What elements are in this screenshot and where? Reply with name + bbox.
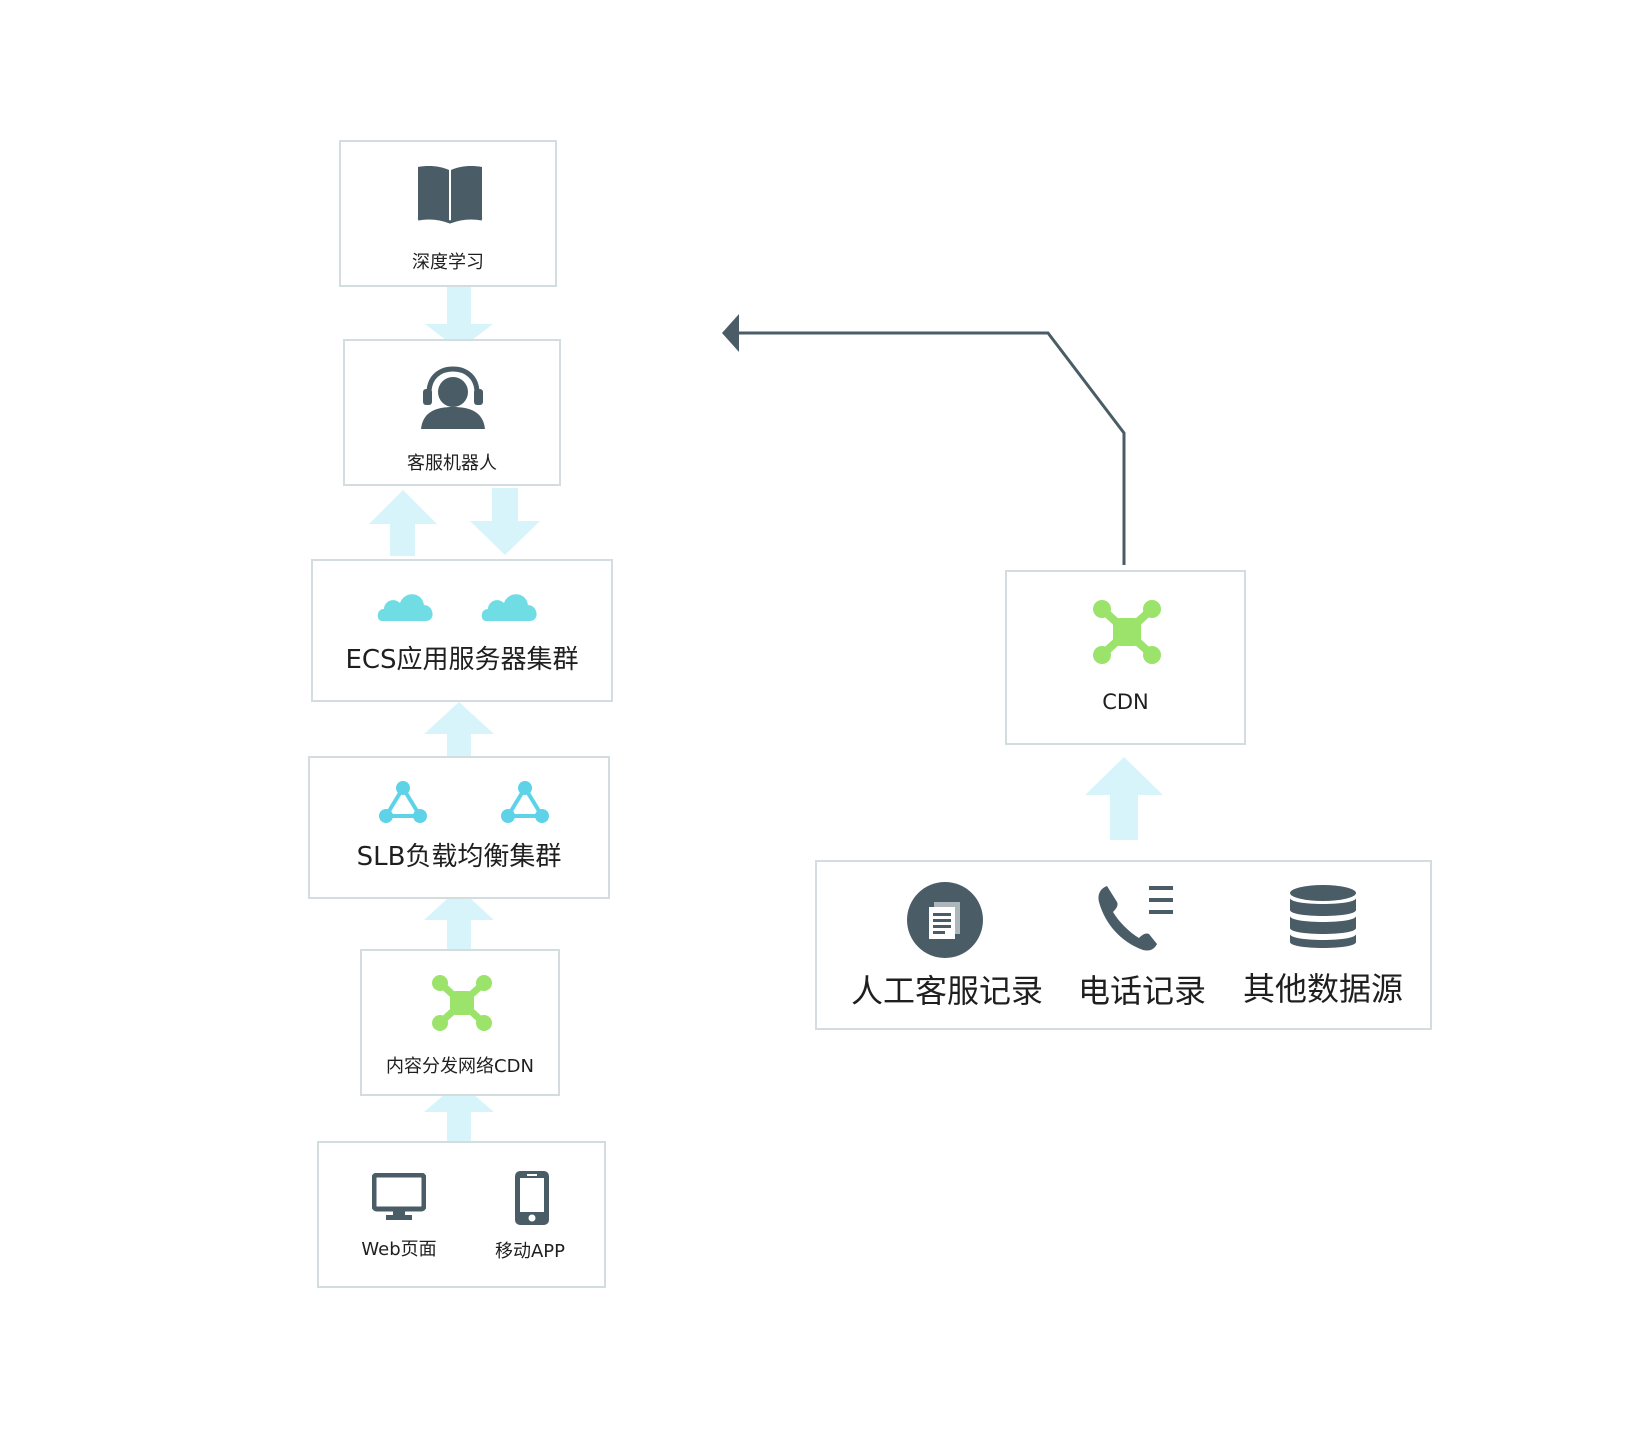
arrow-slb-to-ecs: [424, 702, 494, 771]
book-icon: [415, 164, 485, 224]
slb-cluster-box: SLB负载均衡集群: [308, 756, 610, 899]
arrow-cdn-to-slb: [424, 888, 494, 961]
ecs-cluster-box: ECS应用服务器集群: [311, 559, 613, 702]
web-page-label: Web页面: [361, 1239, 437, 1260]
deep-learning-box: 深度学习: [339, 140, 557, 287]
network-triangle-icon: [500, 780, 550, 824]
arrow-clients-to-cdn: [424, 1082, 494, 1152]
arrow-chatbot-to-ecs: [470, 488, 540, 555]
phone-records-label: 电话记录: [1077, 972, 1206, 1010]
clients-box: Web页面 移动APP: [317, 1141, 606, 1288]
cdn-left-box: 内容分发网络CDN: [360, 949, 560, 1096]
flow-arrows: [369, 281, 1163, 1152]
mobile-app-label: 移动APP: [494, 1241, 566, 1262]
cdn-left-label: 内容分发网络CDN: [386, 1056, 534, 1077]
cdn-node-icon: [430, 975, 494, 1031]
network-triangle-icon: [378, 780, 428, 824]
manual-records-label: 人工客服记录: [850, 972, 1043, 1010]
database-icon: [1288, 884, 1358, 950]
headset-agent-icon: [419, 363, 487, 431]
cloud-icon: [480, 587, 540, 623]
arrow-deeplearning-to-chatbot: [425, 281, 493, 350]
document-icon: [907, 882, 983, 958]
arrow-sources-to-cdn: [1085, 757, 1163, 840]
ecs-cluster-label: ECS应用服务器集群: [345, 645, 579, 675]
deep-learning-label: 深度学习: [412, 252, 484, 273]
chatbot-label: 客服机器人: [407, 453, 497, 474]
other-sources-label: 其他数据源: [1242, 970, 1403, 1008]
data-sources-box: 人工客服记录 电话记录 其他数据源: [815, 860, 1432, 1030]
chatbot-box: 客服机器人: [343, 339, 561, 486]
cdn-to-chatbot-line: [722, 314, 1126, 565]
cdn-node-icon: [1091, 600, 1163, 664]
arrow-ecs-to-chatbot: [369, 490, 437, 556]
cdn-right-box: CDN: [1005, 570, 1246, 745]
phone-call-icon: [1095, 882, 1175, 954]
line-arrowhead: [722, 314, 739, 352]
cloud-icon: [376, 587, 436, 623]
cdn-right-label: CDN: [1102, 690, 1149, 714]
slb-cluster-label: SLB负载均衡集群: [356, 842, 562, 872]
phone-icon: [512, 1169, 552, 1227]
monitor-icon: [372, 1173, 426, 1221]
